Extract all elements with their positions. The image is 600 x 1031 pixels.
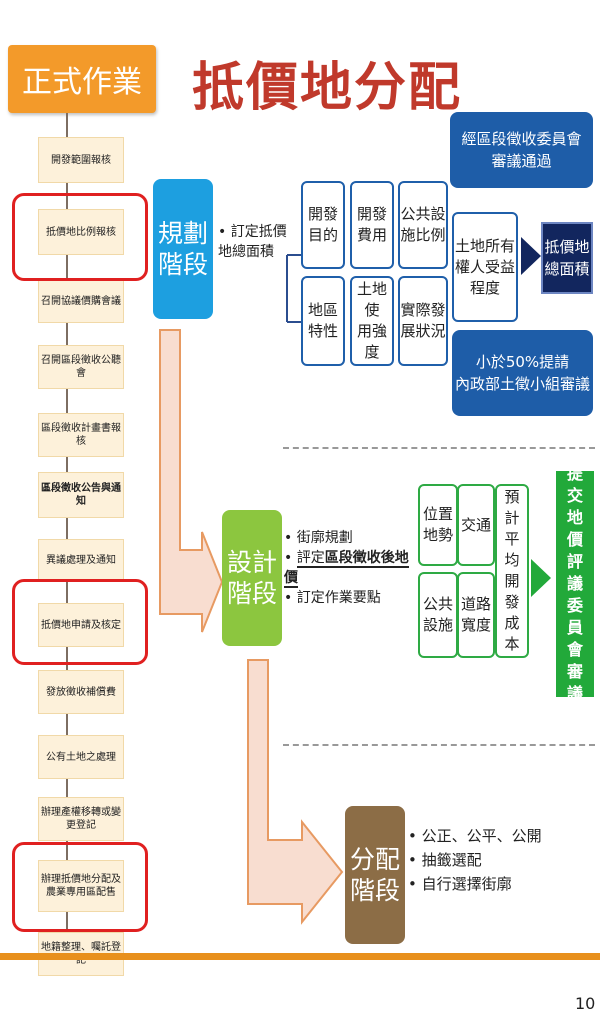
factor-box: 開發目的: [301, 181, 345, 269]
bullet-item: • 街廓規劃: [284, 530, 353, 546]
highlight-frame: [12, 842, 148, 932]
planning-bullet: • 訂定抵價地總面積: [218, 224, 287, 260]
section-label-box: 正式作業: [8, 45, 156, 113]
total-area-result-box: 抵價地總面積: [541, 222, 593, 294]
average-cost-box: 預計平均 開發成本: [495, 484, 529, 658]
allocation-bullets: • 公正、公平、公開 • 抽籤選配 • 自行選擇街廓: [408, 824, 548, 896]
arrow-right-icon: [531, 559, 551, 597]
flow-arrow-design-to-allocation: [247, 659, 344, 925]
process-step: 公有土地之處理: [38, 735, 124, 779]
section-label: 正式作業: [22, 65, 142, 100]
committee-approval-box: 經區段徵收委員會審議通過: [450, 112, 593, 188]
review-referral-box: 小於50%提請內政部土徵小組審議: [452, 330, 593, 416]
flow-arrow-planning-to-design: [159, 329, 224, 633]
factor-box: 公共設施: [418, 572, 458, 658]
benefit-box: 土地所有權人受益程度: [452, 212, 518, 322]
process-step: 異議處理及通知: [38, 539, 124, 581]
arrow-right-icon: [521, 237, 541, 275]
factor-box: 道路寬度: [457, 572, 495, 658]
factor-box: 土地使用強度: [350, 276, 394, 366]
design-bullets: • 街廓規劃 • 評定區段徵收後地價 • 訂定作業要點: [284, 528, 420, 608]
factor-box: 交通: [457, 484, 495, 566]
process-step: 區段徵收公告與通知: [38, 472, 124, 518]
highlight-frame: [12, 579, 148, 665]
factor-box: 公共設施比例: [398, 181, 448, 269]
design-phase-badge: 設計階段: [222, 510, 282, 646]
section-divider: [283, 744, 595, 746]
footer-bar: [0, 953, 600, 960]
bullet-item: • 評定區段徵收後地價: [284, 550, 409, 588]
process-step: 發放徵收補償費: [38, 670, 124, 714]
process-step: 抵價地申請及核定: [38, 603, 124, 647]
factor-box: 實際發展狀況: [398, 276, 448, 366]
planning-phase-badge: 規劃 階段: [153, 179, 213, 319]
process-step: 抵價地比例報核: [38, 209, 124, 255]
bullet-item: • 公正、公平、公開: [408, 827, 542, 845]
highlight-frame: [12, 193, 148, 281]
bullet-item: • 訂定作業要點: [284, 590, 381, 606]
bullet-dot: •: [218, 224, 231, 240]
page-number: 10: [575, 994, 596, 1013]
allocation-phase-badge: 分配階段: [345, 806, 405, 944]
factor-box: 地區特性: [301, 276, 345, 366]
page-title: 抵價地分配: [192, 57, 463, 118]
process-step: 召開區段徵收公聽會: [38, 345, 124, 389]
bullet-item: • 自行選擇街廓: [408, 875, 512, 893]
bullet-item: • 抽籤選配: [408, 851, 482, 869]
process-step: 區段徵收計畫書報核: [38, 413, 124, 457]
process-step: 開發範圍報核: [38, 137, 124, 183]
section-divider: [283, 447, 595, 449]
factor-box: 開發費用: [350, 181, 394, 269]
process-step: 辦理產權移轉或變更登記: [38, 797, 124, 841]
process-step: 辦理抵價地分配及農業專用區配售: [38, 860, 124, 912]
factor-box: 位置地勢: [418, 484, 458, 566]
process-connector-line: [66, 113, 68, 943]
submit-review-box: 提交地價 評議委員 會審議: [556, 464, 594, 703]
